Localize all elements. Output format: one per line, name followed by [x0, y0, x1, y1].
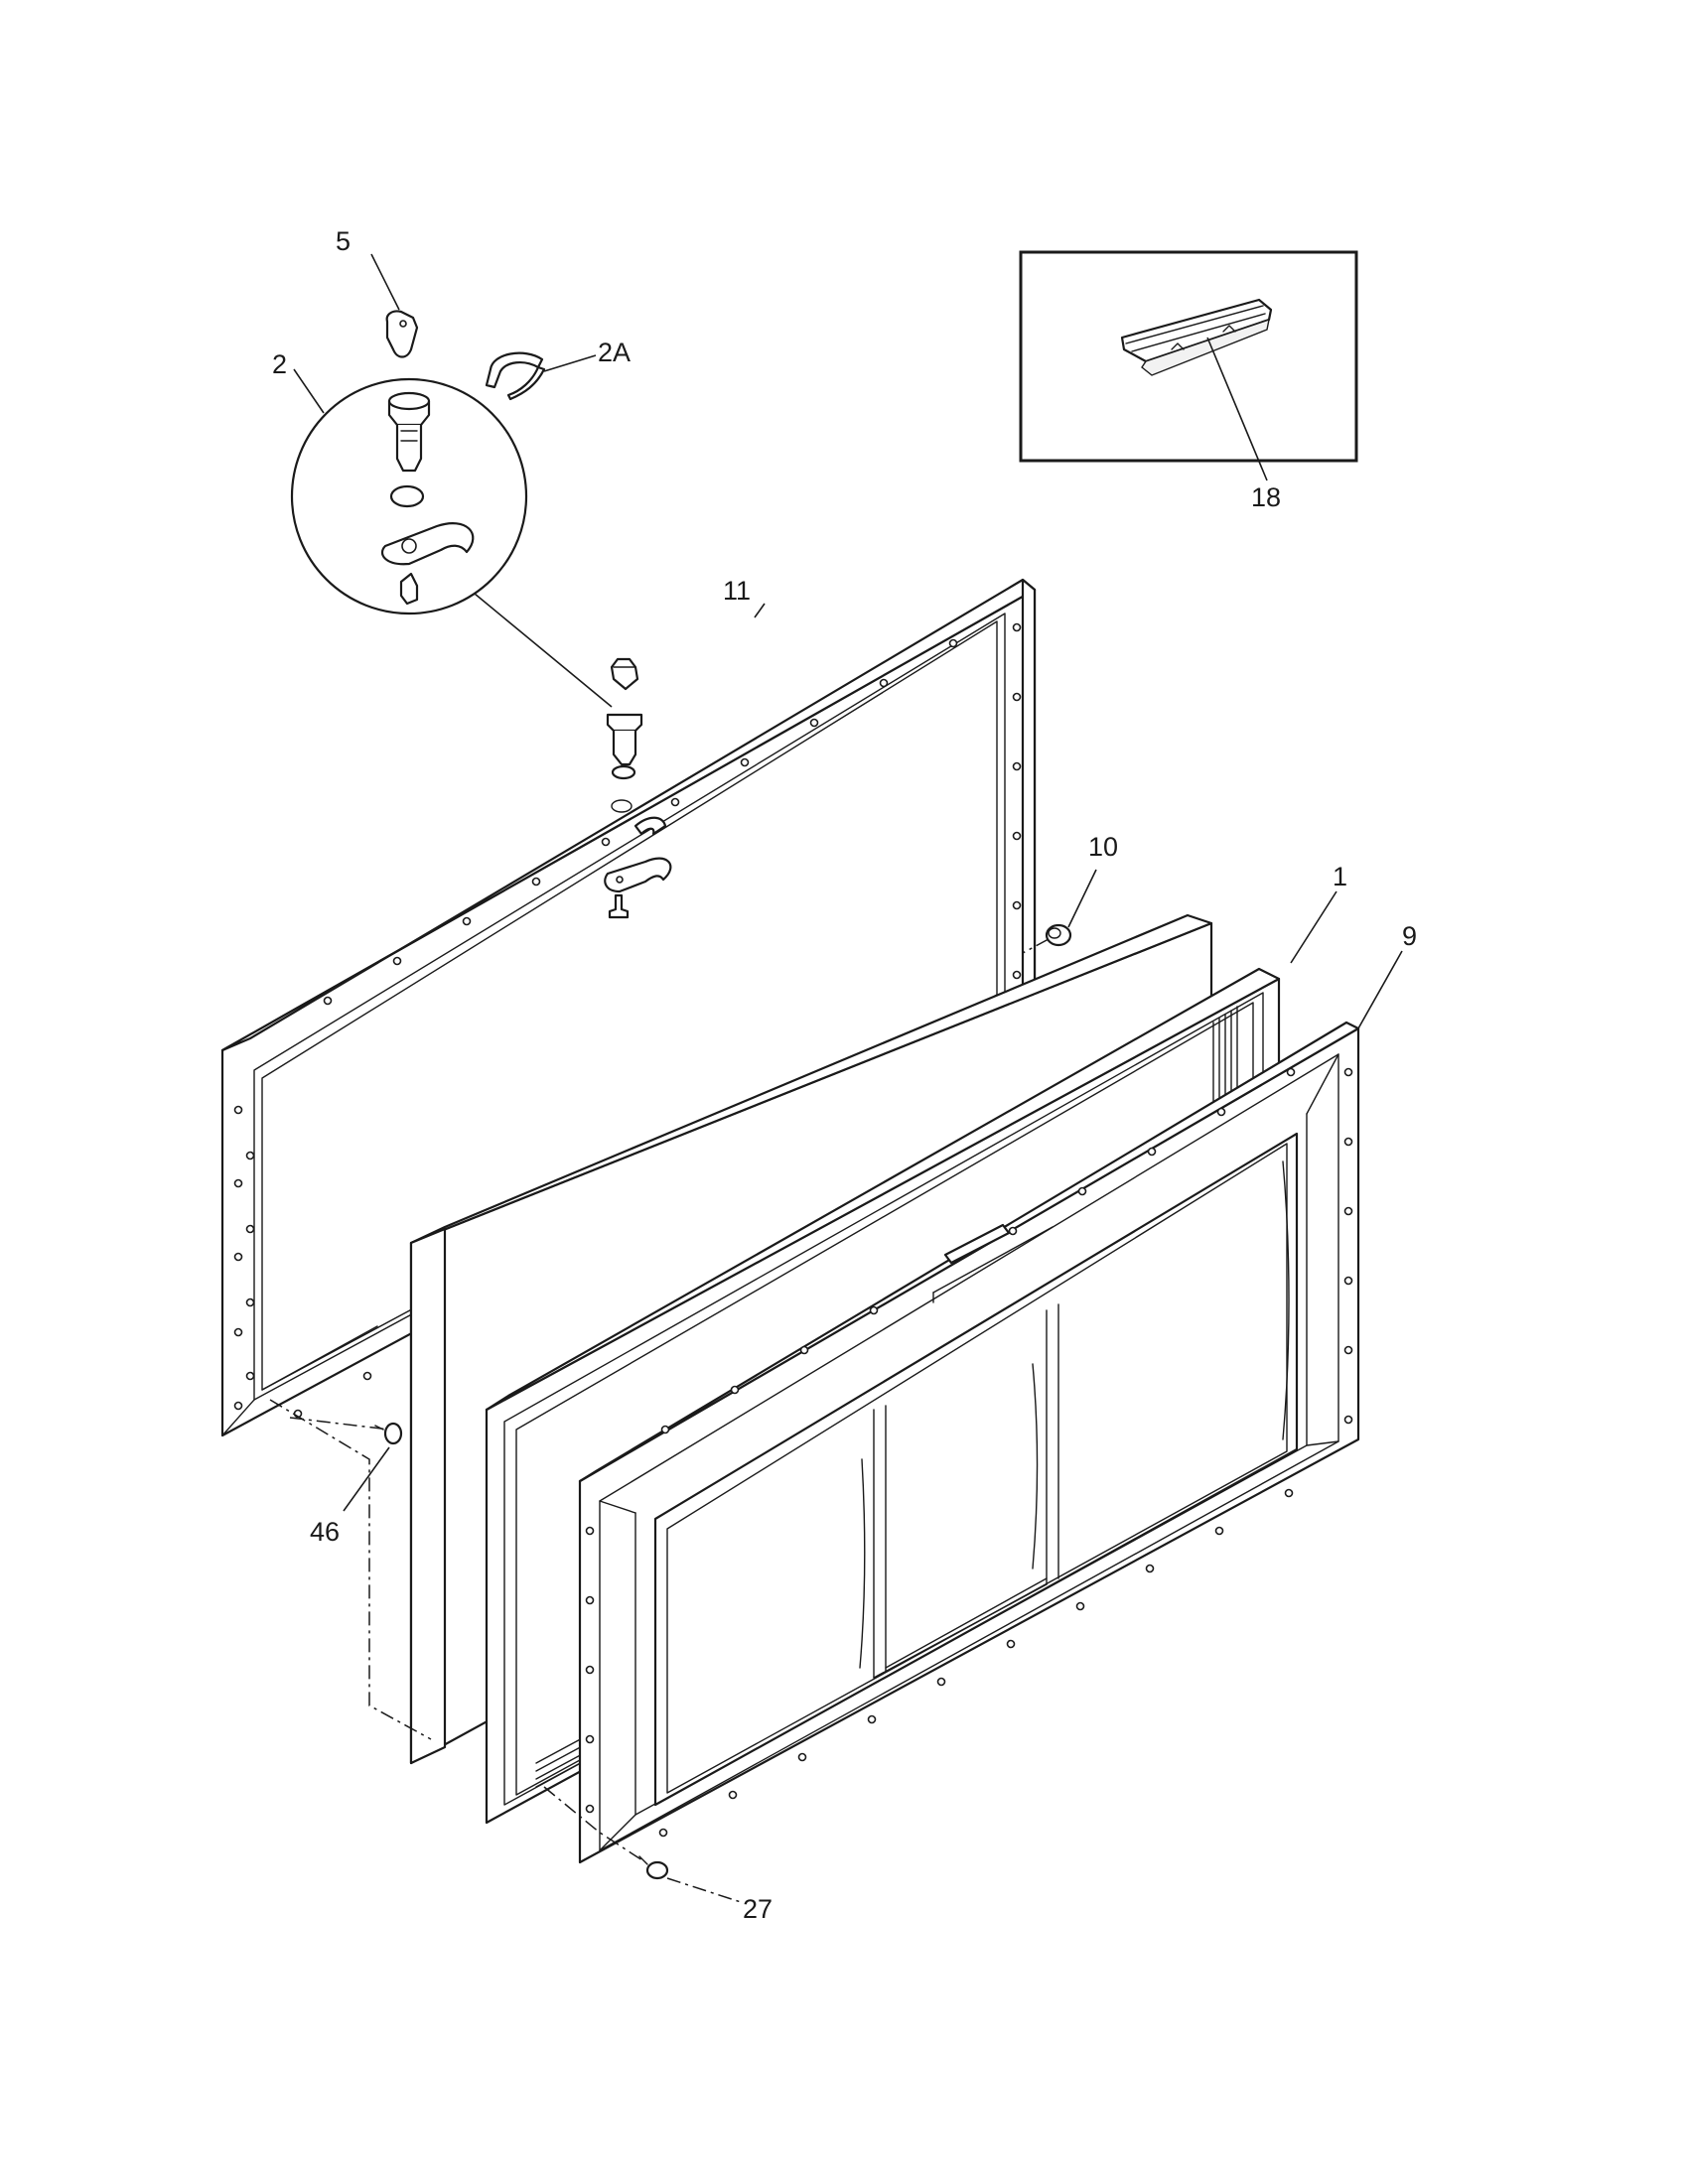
callout-5: 5 — [336, 226, 351, 256]
frame-part-11 — [220, 578, 1037, 1437]
lock-assembly — [604, 657, 672, 919]
door-panel-part-9 — [578, 950, 1403, 1864]
callout-46: 46 — [310, 1517, 340, 1547]
handle-part-icon — [1120, 298, 1273, 376]
clip-part-2a — [485, 351, 597, 401]
callout-2: 2 — [272, 349, 287, 379]
callout-1: 1 — [1333, 862, 1347, 891]
bumper-part-10 — [1022, 869, 1097, 954]
screw-part-46 — [269, 1399, 432, 1740]
callout-27: 27 — [743, 1894, 773, 1924]
inset-box-handle — [1019, 250, 1358, 481]
callout-9: 9 — [1402, 921, 1417, 951]
callout-2a: 2A — [598, 338, 631, 367]
callout-18: 18 — [1251, 482, 1281, 512]
callout-10: 10 — [1088, 832, 1118, 862]
callout-labels: 5 2 2A 18 11 10 1 9 46 27 — [272, 226, 1417, 1924]
detail-circle-lock — [290, 377, 613, 708]
callout-11: 11 — [723, 576, 751, 606]
screw-part-27 — [543, 1786, 742, 1903]
key-part-5 — [370, 253, 419, 358]
door-holes — [585, 1067, 1353, 1838]
